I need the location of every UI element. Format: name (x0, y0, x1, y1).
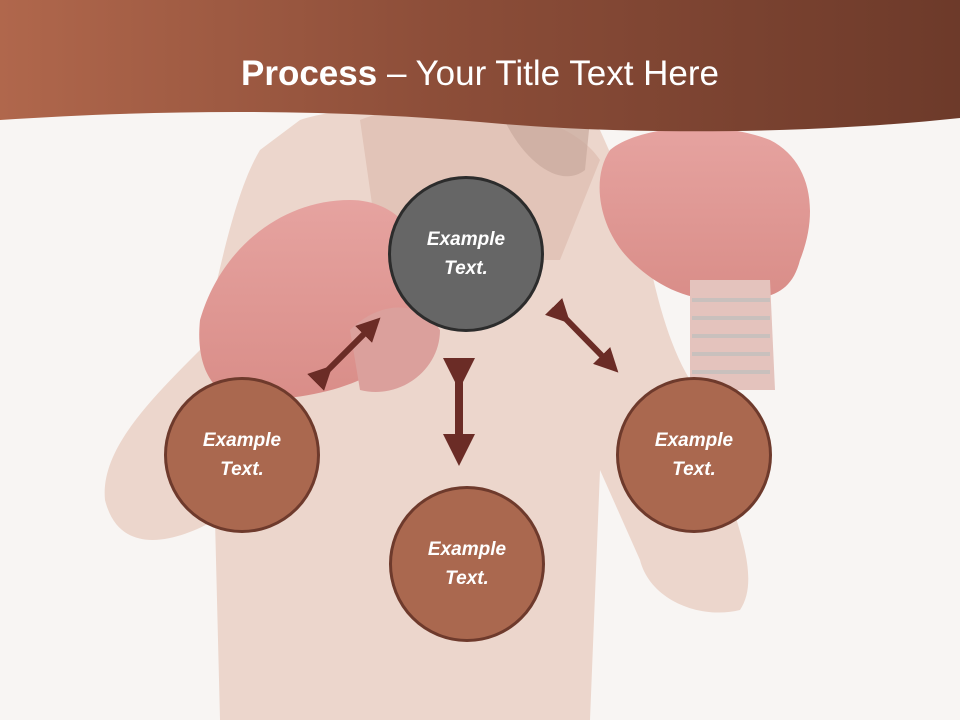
left-circle-text: Example Text. (202, 430, 282, 480)
slide-title: Process – Your Title Text Here (0, 50, 960, 98)
title-rest: – Your Title Text Here (377, 54, 719, 93)
center-circle: Example Text. (388, 176, 544, 332)
left-circle: Example Text. (164, 377, 320, 533)
bottom-circle-text: Example Text. (427, 539, 507, 589)
title-bold: Process (241, 54, 378, 93)
bottom-circle: Example Text. (389, 486, 545, 642)
center-circle-text: Example Text. (426, 229, 506, 279)
right-circle: Example Text. (616, 377, 772, 533)
right-circle-text: Example Text. (654, 430, 734, 480)
